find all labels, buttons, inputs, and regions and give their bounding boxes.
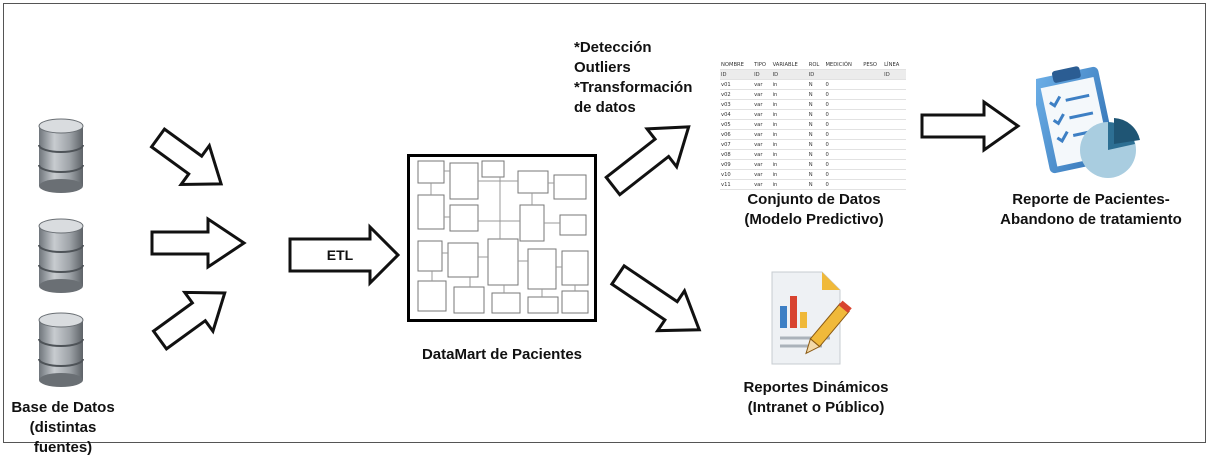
arrow-to-dynamic [609, 263, 702, 333]
etl-label: ETL [326, 247, 354, 263]
arrow-to-dataset [604, 125, 691, 197]
arrow-to-report [920, 99, 1021, 153]
arrow-db3 [151, 290, 227, 351]
arrow-db1 [149, 127, 224, 186]
database-icon [36, 118, 86, 194]
document-chart-icon [764, 266, 854, 368]
database-icon [36, 312, 86, 388]
database-icon [36, 218, 86, 294]
diagram-frame [3, 3, 1206, 443]
arrow-etl [288, 223, 401, 287]
flow-arrows [149, 99, 1021, 351]
dynamic-label: Reportes Dinámicos(Intranet o Público) [743, 379, 889, 416]
datamart-schema-image [407, 154, 597, 322]
datamart-label: DataMart de Pacientes [421, 346, 583, 363]
transform-label: *Detección Outliers *Transformación de d… [574, 39, 693, 116]
clipboard-report-icon [1036, 64, 1146, 182]
arrow-db2 [150, 216, 247, 270]
dataset-label: Conjunto de Datos(Modelo Predictivo) [744, 191, 884, 228]
report-label: Reporte de Pacientes-Abandono de tratami… [1000, 191, 1182, 228]
